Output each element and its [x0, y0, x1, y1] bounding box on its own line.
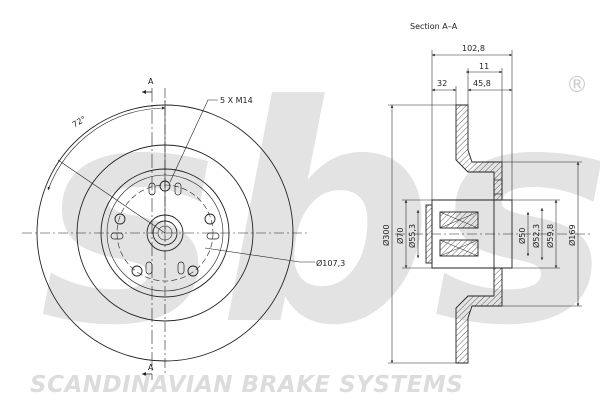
dim-label-d59-8: Ø59,8 [545, 224, 555, 248]
bolt-leader [169, 99, 218, 183]
bolt-label: 5 X M14 [220, 96, 253, 105]
front-view [22, 88, 315, 380]
section-view [395, 104, 590, 364]
registered-mark: ® [566, 73, 588, 98]
watermark-logo: sbs [40, 42, 600, 391]
dim-label-d70: Ø70 [395, 228, 405, 244]
dim-label-d50: Ø50 [517, 228, 527, 244]
angle-arc [47, 106, 166, 191]
bolt-hole [131, 265, 143, 277]
watermark-logo-text: sbs [40, 42, 600, 391]
section-dimensions [388, 50, 582, 364]
bolt-hole [187, 265, 199, 277]
bolt-hole [114, 213, 126, 225]
dim-label-102-8: 102,8 [462, 44, 485, 53]
cut-mark-bottom: A [148, 363, 154, 372]
dim-label-d300: Ø300 [381, 224, 391, 246]
dim-label-45-8: 45,8 [473, 79, 491, 88]
section-title: Section A–A [410, 22, 458, 31]
bolt-hole [204, 213, 216, 225]
bolt-stud [493, 179, 503, 195]
watermark-brand-text: SCANDINAVIAN BRAKE SYSTEMS [30, 372, 463, 398]
bolt-circle-leader [204, 247, 315, 263]
cut-mark-top: A [148, 77, 154, 86]
dim-label-32: 32 [437, 79, 447, 88]
dim-label-d55-3: Ø55,3 [407, 224, 417, 248]
bolt-circle-label: Ø107,3 [316, 258, 345, 268]
dim-label-11: 11 [479, 62, 489, 71]
dim-label-d169: Ø169 [567, 224, 577, 246]
dim-label-d52-3: Ø52,3 [531, 224, 541, 248]
